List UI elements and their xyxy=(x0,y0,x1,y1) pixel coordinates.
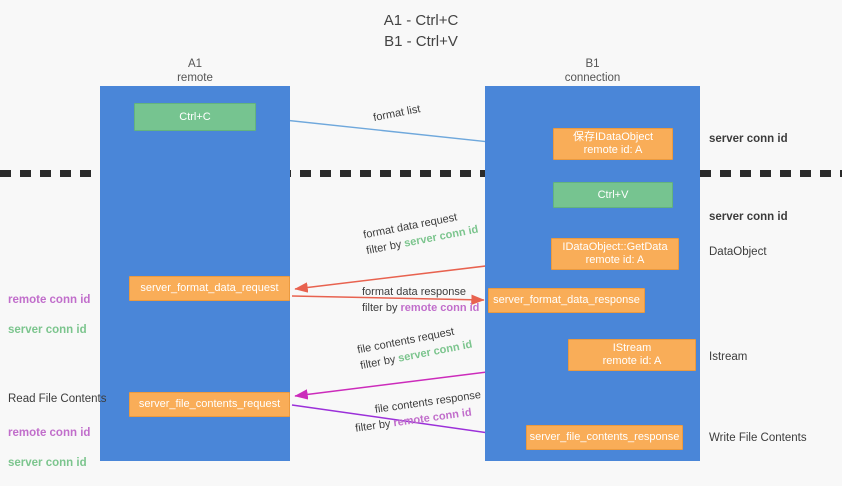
annotation-format-data-response: format data response filter by remote co… xyxy=(362,284,479,316)
annotation-format-data-response-line2: filter by remote conn id xyxy=(362,300,479,316)
node-ctrl-v-label: Ctrl+V xyxy=(597,188,629,201)
node-server-format-data-response[interactable]: server_format_data_response xyxy=(488,288,645,313)
remote-conn-id-highlight-1: remote conn id xyxy=(400,302,480,314)
node-server-file-contents-response[interactable]: server_file_contents_response xyxy=(526,425,683,450)
lane-header-b1: B1 connection xyxy=(564,58,621,84)
filter-by-text-2: filter by xyxy=(362,302,398,314)
lane-header-a1: A1 remote xyxy=(177,58,213,84)
left-label-read-file-contents: Read File Contents xyxy=(8,393,107,405)
node-ctrl-c[interactable]: Ctrl+C xyxy=(134,103,256,131)
filter-by-text-4: filter by xyxy=(354,417,392,435)
node-server-format-data-request[interactable]: server_format_data_request xyxy=(129,276,290,301)
left-label-remote-conn-id-1: remote conn id xyxy=(8,294,91,306)
node-server-file-contents-response-label: server_file_contents_response xyxy=(529,431,680,443)
node-server-format-data-request-label: server_format_data_request xyxy=(140,282,279,294)
right-label-dataobject: DataObject xyxy=(709,246,767,258)
node-save-idataobject-label: 保存IDataObject xyxy=(572,131,654,143)
node-idataobject-getdata-sublabel: remote id: A xyxy=(585,254,645,266)
page-title: A1 - Ctrl+C B1 - Ctrl+V xyxy=(383,12,459,50)
node-idataobject-getdata-label: IDataObject::GetData xyxy=(562,241,668,253)
right-label-server-conn-id-top: server conn id xyxy=(709,133,788,145)
node-istream-sublabel: remote id: A xyxy=(602,355,662,367)
right-label-write-file-contents: Write File Contents xyxy=(709,432,807,444)
annotation-format-data-response-line1: format data response xyxy=(362,286,466,298)
arrow-format-data-response xyxy=(291,294,485,305)
left-label-file-conn-pair: remote conn id server conn id xyxy=(8,411,90,486)
right-label-istream: Istream xyxy=(709,351,748,363)
node-server-file-contents-request-label: server_file_contents_request xyxy=(138,398,281,410)
left-label-format-conn-pair: remote conn id server conn id xyxy=(8,278,90,353)
node-server-format-data-response-label: server_format_data_response xyxy=(493,294,640,306)
node-ctrl-v[interactable]: Ctrl+V xyxy=(553,182,673,208)
node-save-idataobject-sublabel: remote id: A xyxy=(583,144,643,156)
node-istream[interactable]: IStream remote id: A xyxy=(568,339,696,371)
node-server-file-contents-request[interactable]: server_file_contents_request xyxy=(129,392,290,417)
node-idataobject-getdata[interactable]: IDataObject::GetData remote id: A xyxy=(551,238,679,270)
node-istream-label: IStream xyxy=(612,342,652,354)
left-label-remote-conn-id-2: remote conn id xyxy=(8,427,91,439)
left-label-server-conn-id-2: server conn id xyxy=(8,457,87,469)
node-save-idataobject[interactable]: 保存IDataObject remote id: A xyxy=(553,128,673,160)
node-ctrl-c-label: Ctrl+C xyxy=(179,110,211,123)
left-label-server-conn-id-1: server conn id xyxy=(8,324,87,336)
right-label-server-conn-id-mid: server conn id xyxy=(709,211,788,223)
